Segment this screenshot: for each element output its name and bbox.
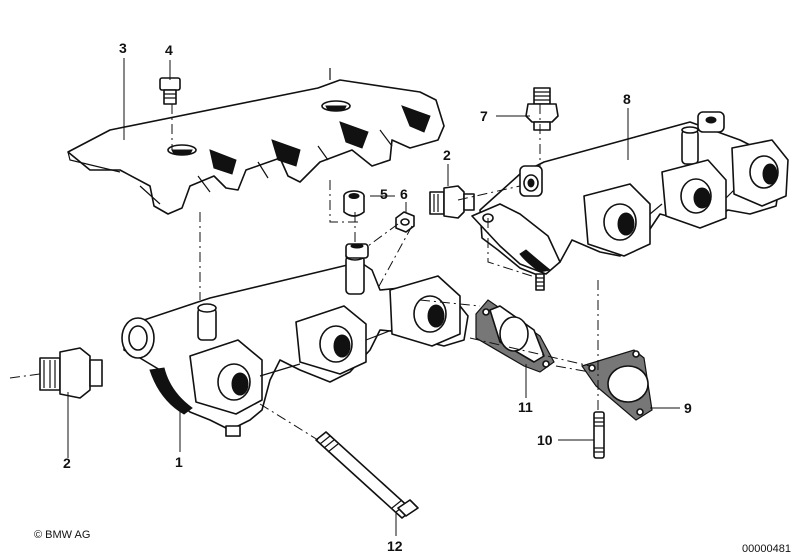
callout-labels: 3 4 2 5 6 7 8 9 10 11 1 2 12 — [63, 40, 692, 554]
callout-8: 8 — [623, 91, 631, 107]
leader-lines — [67, 58, 680, 536]
gasket-9 — [581, 349, 653, 421]
callout-6: 6 — [400, 186, 408, 202]
callout-2-upper: 2 — [443, 147, 451, 163]
callout-3: 3 — [119, 40, 127, 56]
callout-12: 12 — [387, 538, 403, 554]
stud-10 — [593, 411, 605, 459]
callout-11: 11 — [518, 399, 533, 415]
nut-6 — [395, 211, 415, 233]
callout-2-lower: 2 — [63, 455, 71, 471]
exhaust-manifold-rear — [471, 111, 789, 291]
gasket-11 — [475, 299, 555, 373]
callout-10: 10 — [537, 432, 553, 448]
callout-1: 1 — [175, 454, 183, 470]
copyright-notice: © BMW AG — [34, 529, 90, 541]
connector-fitting-2-lower — [39, 347, 103, 399]
bolt-4 — [159, 77, 181, 105]
callout-9: 9 — [684, 400, 692, 416]
callout-5: 5 — [380, 186, 388, 202]
drawing-number: 00000481 — [742, 543, 791, 555]
connector-fitting-2-upper — [429, 185, 475, 219]
exhaust-manifold-front — [121, 243, 469, 437]
callout-4: 4 — [165, 42, 173, 58]
sleeve-5 — [343, 190, 365, 217]
long-stud-12 — [315, 431, 419, 519]
callout-7: 7 — [480, 108, 488, 124]
fitting-7 — [525, 87, 559, 131]
heat-shield — [67, 68, 445, 215]
assembly-guide-lines — [9, 104, 599, 441]
